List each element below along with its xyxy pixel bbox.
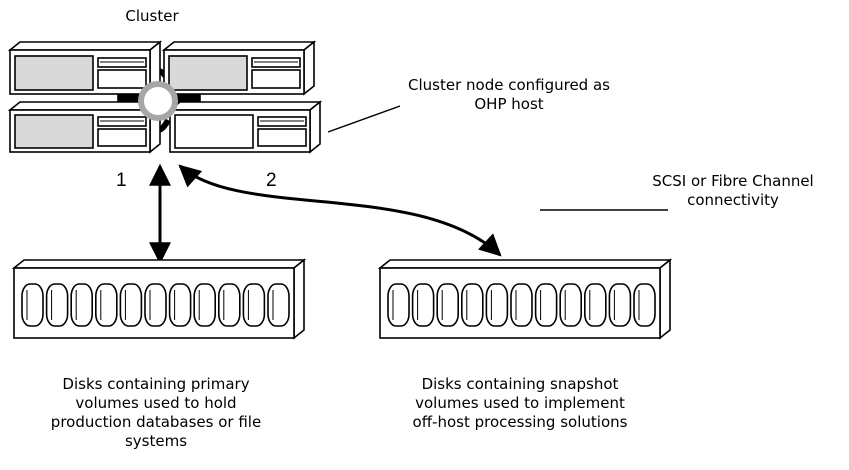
disk-slot [485, 283, 509, 327]
snapshot-disk-array-icon [377, 258, 673, 340]
disk-slot [411, 283, 435, 327]
server-node-top-right [161, 40, 317, 96]
server-node-ohp-host [167, 100, 323, 154]
disk-slot [510, 283, 533, 327]
disk-slot [119, 283, 143, 327]
disk-slot [387, 283, 410, 327]
server-node-top-left [7, 40, 163, 96]
ohp-leader-line [327, 105, 401, 133]
disk-slot [608, 283, 632, 327]
disk-slot [70, 283, 93, 327]
link-2-arrow [178, 164, 502, 257]
server-node-bottom-left [7, 100, 163, 154]
ohp-host-label: Cluster node configured as OHP host [408, 76, 610, 113]
disk-slot [193, 283, 216, 327]
disk-slot [218, 283, 241, 327]
connectivity-label: SCSI or Fibre Channel connectivity [652, 172, 814, 209]
disk-slot [583, 283, 607, 327]
disk-slot [559, 283, 583, 327]
disk-slot [168, 283, 192, 327]
disk-slot [460, 283, 484, 327]
link-1-number: 1 [116, 170, 127, 191]
disk-slot [267, 283, 290, 327]
disk-slot [21, 283, 44, 327]
snapshot-disks-label: Disks containing snapshot volumes used t… [412, 375, 628, 431]
cluster-label: Cluster [125, 7, 179, 25]
disk-slot [45, 283, 69, 327]
primary-disk-array-icon [11, 258, 307, 340]
disk-slot [633, 283, 656, 327]
primary-disks-label: Disks containing primary volumes used to… [50, 375, 262, 450]
disk-slot [144, 283, 167, 327]
disk-slot [436, 283, 460, 327]
cluster-servers-icon [7, 40, 323, 154]
disk-slot [534, 283, 558, 327]
disk-slot [95, 283, 118, 327]
link-2-number: 2 [266, 170, 277, 191]
disk-slot [242, 283, 266, 327]
